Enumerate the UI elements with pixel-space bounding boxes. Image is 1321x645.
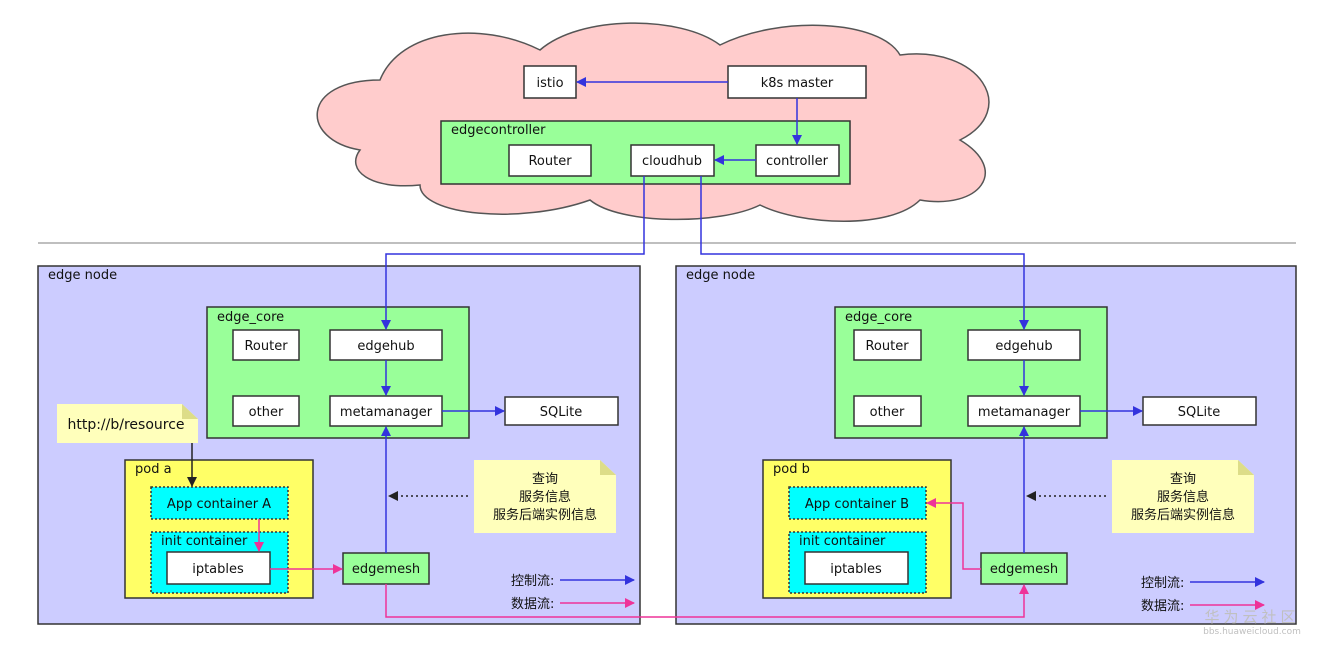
cloud-router-box — [508, 144, 592, 177]
query-note-b — [1112, 460, 1254, 533]
query-note-b-line2: 服务信息 — [1157, 489, 1209, 505]
router-b-label: Router — [865, 339, 909, 354]
edge-node-b-title: edge node — [686, 268, 755, 283]
init-container-b-title: init container — [799, 534, 886, 549]
edgecontroller-title: edgecontroller — [451, 123, 546, 138]
app-container-a-label: App container A — [167, 497, 271, 512]
app-container-b-box — [788, 486, 927, 520]
edge-node-b: edge node edge_core Router edgehub other… — [675, 265, 1297, 625]
pod-b-title: pod b — [773, 462, 810, 477]
iptables-a-box — [166, 551, 271, 585]
edge-node-a: edge node edge_core Router edgehub other… — [37, 265, 641, 625]
cloud: istio k8s master edgecontroller Router c… — [316, 22, 990, 222]
edgehub-a-box — [329, 329, 443, 361]
url-note-label: http://b/resource — [67, 417, 184, 433]
other-a-label: other — [249, 405, 284, 420]
app-container-b-label: App container B — [805, 497, 909, 512]
edgemesh-b-label: edgemesh — [990, 562, 1058, 577]
legend-b-control-label: 控制流: — [1141, 576, 1184, 591]
query-note-a-line3: 服务后端实例信息 — [493, 507, 597, 523]
edgehub-a-label: edgehub — [357, 339, 414, 354]
edgemesh-to-app-b-arrow — [926, 498, 981, 570]
router-b-box — [853, 329, 922, 361]
sqlite-b-label: SQLite — [1178, 405, 1220, 420]
url-note-fold — [182, 404, 198, 419]
query-note-a-fold — [600, 460, 616, 475]
query-note-b-fold — [1238, 460, 1254, 475]
edgemesh-a-box — [342, 552, 430, 585]
watermark-url: bbs.huaweicloud.com — [1203, 627, 1301, 637]
pod-a-title: pod a — [135, 462, 172, 477]
cloudhub-to-edgehub-b-arrow — [700, 176, 1029, 330]
controller-box — [755, 144, 840, 177]
istio-label: istio — [536, 76, 563, 91]
query-note-a — [474, 460, 616, 533]
edgemesh-a-to-edgemesh-b-arrow — [385, 584, 1029, 618]
legend-a-data-label: 数据流: — [511, 597, 554, 612]
edgemesh-a-label: edgemesh — [352, 562, 420, 577]
iptables-b-label: iptables — [830, 562, 882, 577]
init-container-a-title: init container — [161, 534, 248, 549]
iptables-b-box — [804, 551, 909, 585]
metamanager-a-label: metamanager — [340, 405, 433, 420]
legend-a-control-label: 控制流: — [511, 574, 554, 589]
other-b-label: other — [870, 405, 905, 420]
edge-node-a-title: edge node — [48, 268, 117, 283]
cloudhub-to-edgehub-a-arrow — [381, 176, 645, 330]
metamanager-a-box — [329, 395, 443, 427]
url-note — [57, 404, 198, 443]
query-note-a-line2: 服务信息 — [519, 489, 571, 505]
router-a-box — [232, 329, 300, 361]
router-a-label: Router — [244, 339, 288, 354]
cloudhub-label: cloudhub — [642, 154, 702, 169]
edge-core-a-title: edge_core — [217, 310, 284, 325]
controller-label: controller — [766, 154, 829, 169]
edge-core-b-title: edge_core — [845, 310, 912, 325]
metamanager-b-label: metamanager — [978, 405, 1071, 420]
query-note-b-line3: 服务后端实例信息 — [1131, 507, 1235, 523]
query-note-a-line1: 查询 — [532, 472, 558, 487]
other-a-box — [232, 395, 300, 427]
sqlite-a-label: SQLite — [540, 405, 582, 420]
k8s-master-label: k8s master — [761, 76, 834, 91]
cloud-router-label: Router — [528, 154, 572, 169]
sqlite-b-box — [1142, 396, 1257, 426]
other-b-box — [853, 395, 922, 427]
app-container-a-box — [150, 486, 289, 520]
edgehub-b-box — [967, 329, 1081, 361]
cloudhub-box — [630, 144, 715, 177]
sqlite-a-box — [504, 396, 619, 426]
iptables-a-label: iptables — [192, 562, 244, 577]
watermark-brand: 华为云社区 — [1204, 608, 1299, 626]
legend-b-data-label: 数据流: — [1141, 599, 1184, 614]
edgehub-b-label: edgehub — [995, 339, 1052, 354]
query-note-b-line1: 查询 — [1170, 472, 1196, 487]
